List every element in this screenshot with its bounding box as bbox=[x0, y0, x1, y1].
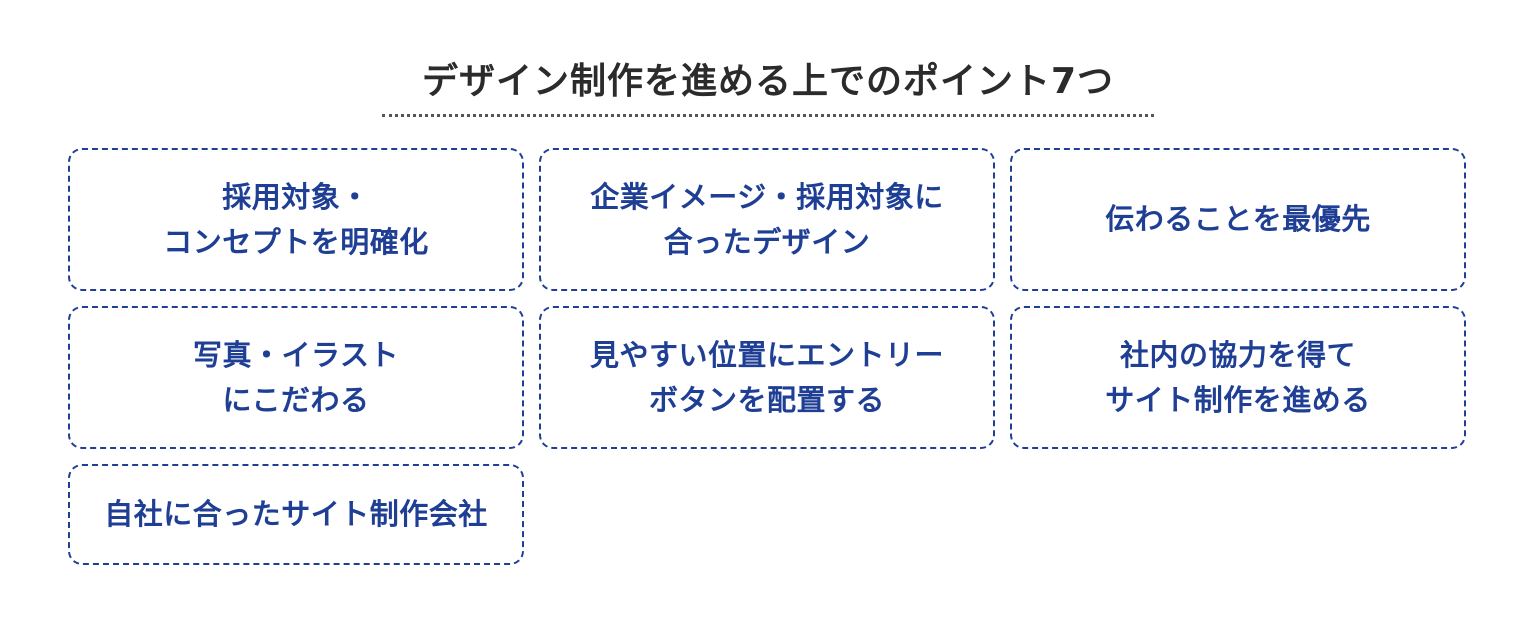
point-card-7: 自社に合ったサイト制作会社 bbox=[68, 464, 524, 565]
point-card-4: 写真・イラスト にこだわる bbox=[68, 306, 524, 449]
point-card-text: 社内の協力を得て サイト制作を進める bbox=[1105, 337, 1371, 417]
point-card-text: 写真・イラスト にこだわる bbox=[193, 337, 399, 417]
point-card-3: 伝わることを最優先 bbox=[1010, 148, 1466, 291]
point-card-text: 採用対象・ コンセプトを明確化 bbox=[163, 179, 429, 259]
point-card-1: 採用対象・ コンセプトを明確化 bbox=[68, 148, 524, 291]
heading-area: デザイン制作を進める上でのポイント7つ bbox=[0, 58, 1536, 106]
points-grid: 採用対象・ コンセプトを明確化 企業イメージ・採用対象に 合ったデザイン 伝わる… bbox=[68, 148, 1468, 565]
title-dotted-underline bbox=[382, 114, 1154, 117]
point-card-6: 社内の協力を得て サイト制作を進める bbox=[1010, 306, 1466, 449]
point-card-text: 自社に合ったサイト制作会社 bbox=[104, 497, 488, 531]
point-card-2: 企業イメージ・採用対象に 合ったデザイン bbox=[539, 148, 995, 291]
point-card-text: 伝わることを最優先 bbox=[1105, 202, 1371, 236]
point-card-5: 見やすい位置にエントリー ボタンを配置する bbox=[539, 306, 995, 449]
page-title: デザイン制作を進める上でのポイント7つ bbox=[421, 61, 1115, 102]
point-card-text: 見やすい位置にエントリー ボタンを配置する bbox=[589, 337, 944, 417]
point-card-text: 企業イメージ・採用対象に 合ったデザイン bbox=[590, 179, 944, 259]
